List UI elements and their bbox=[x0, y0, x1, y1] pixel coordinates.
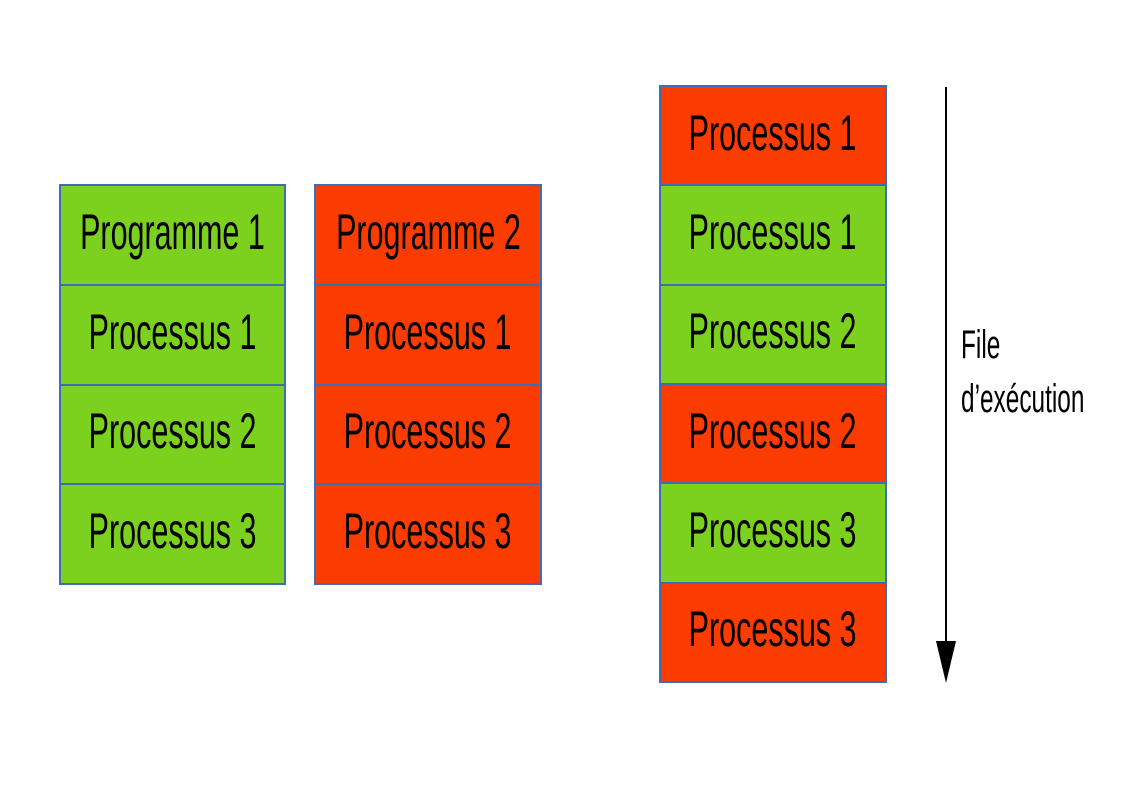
program1-process1-cell: Processus 1 bbox=[61, 283, 284, 384]
program1-process3-cell: Processus 3 bbox=[61, 483, 284, 583]
program2-column: Programme 2 Processus 1 Processus 2 Proc… bbox=[314, 184, 542, 585]
program1-column: Programme 1 Processus 1 Processus 2 Proc… bbox=[59, 184, 286, 585]
program1-process2-cell: Processus 2 bbox=[61, 383, 284, 484]
cell-label: Processus 2 bbox=[689, 402, 857, 459]
arrow-down-icon bbox=[936, 641, 956, 683]
program2-process3-cell: Processus 3 bbox=[316, 483, 540, 583]
cell-label: Processus 3 bbox=[689, 601, 857, 658]
program1-title-cell: Programme 1 bbox=[61, 186, 284, 284]
queue-row: Processus 3 bbox=[661, 482, 885, 582]
queue-row: Processus 2 bbox=[661, 382, 885, 483]
program2-process1-cell: Processus 1 bbox=[316, 283, 540, 384]
queue-row: Processus 2 bbox=[661, 283, 885, 383]
queue-row: Processus 1 bbox=[661, 87, 885, 185]
program2-process2-cell: Processus 2 bbox=[316, 383, 540, 484]
program2-title-cell: Programme 2 bbox=[316, 186, 540, 284]
cell-label: Programme 1 bbox=[80, 203, 265, 260]
cell-label: Programme 2 bbox=[335, 203, 521, 260]
caption-line-2: d’exécution bbox=[961, 377, 1085, 421]
cell-label: Processus 1 bbox=[344, 303, 512, 360]
cell-label: Processus 1 bbox=[689, 203, 857, 260]
cell-label: Processus 2 bbox=[689, 303, 857, 360]
queue-row: Processus 1 bbox=[661, 184, 885, 284]
cell-label: Processus 2 bbox=[88, 403, 257, 460]
cell-label: Processus 3 bbox=[88, 503, 257, 560]
cell-label: Processus 2 bbox=[344, 403, 512, 460]
cell-label: Processus 1 bbox=[88, 303, 257, 360]
execution-queue-arrow-line bbox=[945, 87, 947, 642]
cell-label: Processus 3 bbox=[344, 503, 512, 560]
execution-queue-caption: File d’exécution bbox=[961, 318, 1084, 426]
caption-line-1: File bbox=[961, 323, 1001, 367]
cell-label: Processus 1 bbox=[689, 104, 857, 161]
queue-row: Processus 3 bbox=[661, 581, 885, 681]
cell-label: Processus 3 bbox=[689, 501, 857, 558]
execution-queue-column: Processus 1 Processus 1 Processus 2 Proc… bbox=[659, 85, 887, 683]
